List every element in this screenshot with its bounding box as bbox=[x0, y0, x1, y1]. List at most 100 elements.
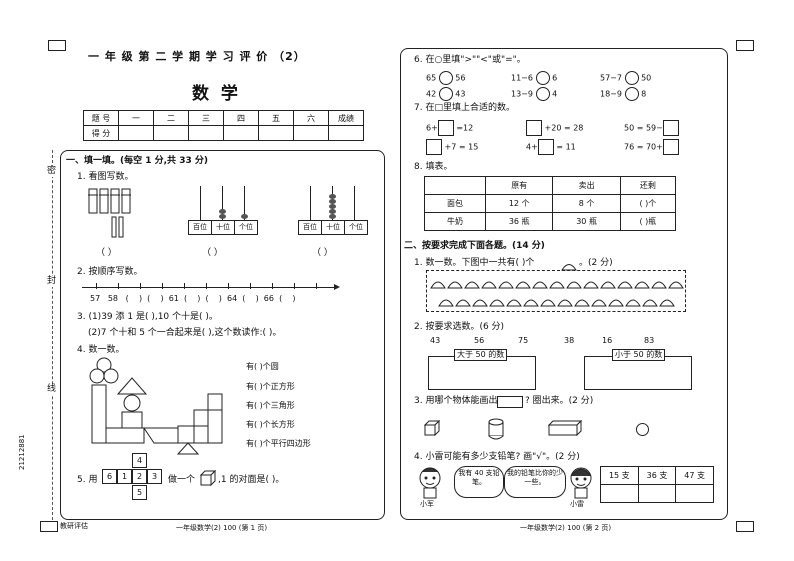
answer-box[interactable] bbox=[662, 139, 679, 155]
fill-row: 4+ = 11 bbox=[526, 139, 576, 155]
fill-row: 50 = 59− bbox=[624, 120, 679, 136]
answer-box[interactable] bbox=[426, 139, 442, 155]
check-cell[interactable] bbox=[600, 484, 639, 503]
dumpling-mark bbox=[532, 281, 548, 289]
nl-label[interactable]: ( bbox=[125, 294, 129, 303]
answer-blank[interactable]: （ ） bbox=[202, 248, 223, 258]
dumpling-mark bbox=[600, 281, 616, 289]
less-than-50-box[interactable] bbox=[584, 356, 692, 390]
count-triangles[interactable]: 有( )个三角形 bbox=[246, 401, 295, 410]
nl-label[interactable]: ( bbox=[279, 294, 283, 303]
answer-box[interactable] bbox=[662, 120, 679, 136]
compare-circle[interactable] bbox=[535, 87, 550, 101]
answer-blank[interactable]: （ ） bbox=[96, 248, 117, 258]
cuboid-object[interactable] bbox=[547, 419, 583, 437]
score-cell[interactable] bbox=[118, 125, 154, 141]
nl-label[interactable]: ( bbox=[205, 294, 209, 303]
nl-label[interactable]: ) bbox=[197, 294, 201, 303]
dumpling-mark bbox=[549, 281, 565, 289]
nl-label: 64 bbox=[227, 294, 238, 303]
compare-circle[interactable] bbox=[624, 71, 639, 85]
q5-prefix: 5. 用 bbox=[77, 475, 98, 485]
cube-object[interactable] bbox=[423, 419, 441, 437]
nl-label[interactable]: ) bbox=[255, 294, 259, 303]
dumpling-mark bbox=[608, 299, 624, 307]
cylinder-object[interactable] bbox=[488, 418, 504, 440]
answer-blank[interactable]: （ ） bbox=[312, 248, 333, 258]
greater-than-50-box[interactable] bbox=[428, 356, 536, 390]
single-sticks-image bbox=[110, 216, 126, 238]
right-page-frame bbox=[400, 48, 728, 520]
dumpling-icon bbox=[561, 257, 577, 271]
sales-cell: 面包 bbox=[424, 194, 486, 213]
dumpling-mark bbox=[574, 299, 590, 307]
score-table: 题 号 一 二 三 四 五 六 成绩 得 分 bbox=[83, 110, 364, 141]
fill-text: 50 = 59− bbox=[624, 123, 663, 133]
check-cell[interactable] bbox=[675, 484, 714, 503]
check-cell[interactable] bbox=[637, 484, 677, 503]
answer-box[interactable] bbox=[537, 139, 554, 155]
footer-left-badge: 教研评估 bbox=[60, 522, 88, 530]
section1-frame bbox=[60, 150, 385, 520]
nl-label: 57 bbox=[90, 294, 101, 303]
answer-box[interactable] bbox=[526, 120, 542, 136]
compare-circle[interactable] bbox=[624, 87, 639, 101]
name-xiaojun: 小军 bbox=[420, 500, 434, 508]
fill-text: =12 bbox=[456, 123, 474, 133]
q2-title: 2. 按顺序写数。 bbox=[77, 267, 143, 277]
score-cell[interactable] bbox=[328, 125, 364, 141]
sales-answer-cell[interactable]: ( )瓶 bbox=[619, 212, 677, 231]
footer-left-corner bbox=[40, 521, 58, 532]
nl-label[interactable]: ) bbox=[218, 294, 222, 303]
net-cell: 5 bbox=[132, 485, 147, 500]
nl-label[interactable]: ) bbox=[160, 294, 164, 303]
fill-text: +20 = 28 bbox=[544, 123, 584, 133]
pv-ones: 个位 bbox=[234, 220, 258, 235]
score-cell[interactable] bbox=[293, 125, 329, 141]
sales-answer-cell[interactable]: ( )个 bbox=[619, 194, 677, 213]
number-line bbox=[82, 287, 338, 290]
sphere-object[interactable] bbox=[636, 423, 649, 436]
number-line-tick bbox=[206, 283, 207, 289]
nl-label[interactable]: ( bbox=[147, 294, 151, 303]
number-line-tick bbox=[184, 283, 185, 289]
sales-header: 卖出 bbox=[552, 176, 621, 195]
count-circles[interactable]: 有( )个圆 bbox=[246, 362, 279, 371]
q8-title: 8. 填表。 bbox=[414, 162, 453, 172]
greater-than-50-label: 大于 50 的数 bbox=[454, 349, 508, 361]
number-line-tick bbox=[118, 283, 119, 289]
nl-label[interactable]: ( bbox=[183, 294, 188, 303]
count-parallelograms[interactable]: 有( )个平行四边形 bbox=[246, 439, 311, 448]
boy-xiaojun-image bbox=[416, 466, 444, 500]
answer-box[interactable] bbox=[437, 120, 454, 136]
nl-label[interactable]: ) bbox=[292, 294, 296, 303]
pv-tens: 十位 bbox=[211, 220, 235, 235]
score-cell[interactable] bbox=[258, 125, 294, 141]
q4-title: 4. 数一数。 bbox=[77, 345, 125, 355]
dumpling-mark bbox=[651, 281, 667, 289]
compare-circle[interactable] bbox=[438, 71, 453, 85]
sales-header: 还剩 bbox=[619, 176, 677, 195]
count-squares[interactable]: 有( )个正方形 bbox=[246, 382, 295, 391]
compare-circle[interactable] bbox=[438, 87, 453, 101]
count-rectangles[interactable]: 有( )个长方形 bbox=[246, 420, 295, 429]
score-cell[interactable] bbox=[153, 125, 189, 141]
dumpling-mark bbox=[625, 299, 641, 307]
fill-text: 4+ bbox=[526, 142, 538, 152]
score-cell[interactable] bbox=[223, 125, 259, 141]
s2-q3-suffix: ? 圈出来。(2 分) bbox=[525, 396, 594, 406]
score-cell[interactable] bbox=[188, 125, 224, 141]
nl-label[interactable]: ( bbox=[242, 294, 246, 303]
q7-title: 7. 在□里填上合适的数。 bbox=[414, 103, 515, 113]
nl-label[interactable]: ) bbox=[138, 294, 143, 303]
choice-number: 38 bbox=[564, 336, 575, 345]
compare-circle[interactable] bbox=[535, 71, 550, 85]
cmp-right: 50 bbox=[641, 73, 652, 83]
score-header-cell: 四 bbox=[223, 110, 259, 126]
dumpling-mark bbox=[489, 299, 505, 307]
corner-mark-right bbox=[736, 40, 754, 51]
fill-row: 6+ =12 bbox=[426, 120, 473, 136]
choice-number: 43 bbox=[430, 336, 441, 345]
cube-net: 4 6 1 2 3 5 bbox=[102, 453, 162, 503]
dumpling-mark bbox=[481, 281, 497, 289]
